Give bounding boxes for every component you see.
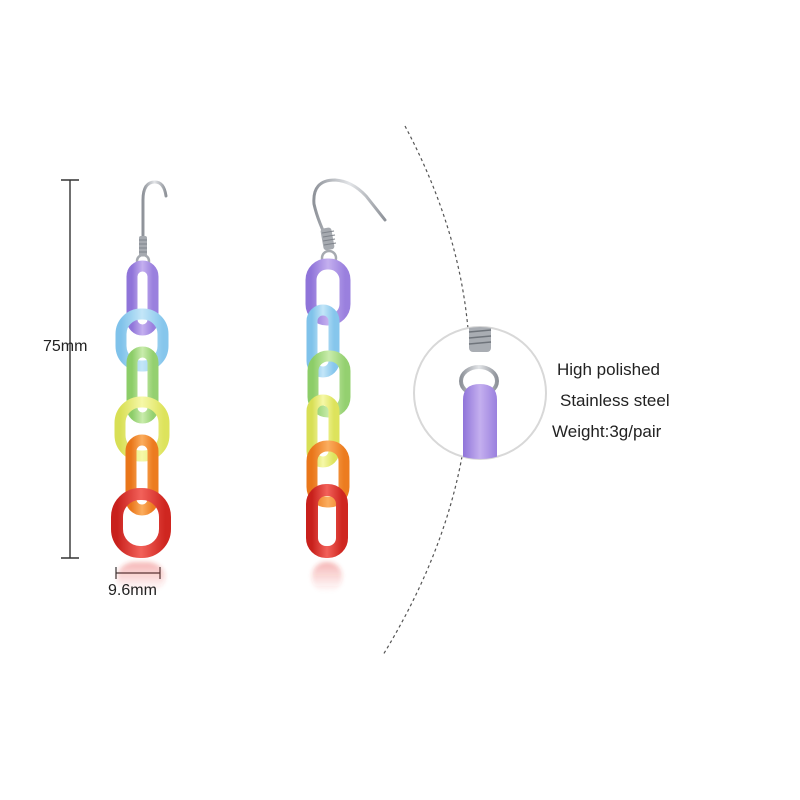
earring-side-view bbox=[305, 178, 387, 592]
feature-material: Stainless steel bbox=[560, 391, 670, 410]
length-dimension-label: 75mm bbox=[43, 338, 88, 355]
feature-polish: High polished bbox=[557, 360, 661, 379]
earring-front-view bbox=[111, 180, 171, 592]
length-dimension-line bbox=[61, 179, 79, 559]
width-dimension-label: 9.6mm bbox=[108, 582, 157, 599]
zoom-detail-circle bbox=[413, 326, 547, 460]
feature-weight: Weight:3g/pair bbox=[552, 422, 662, 441]
